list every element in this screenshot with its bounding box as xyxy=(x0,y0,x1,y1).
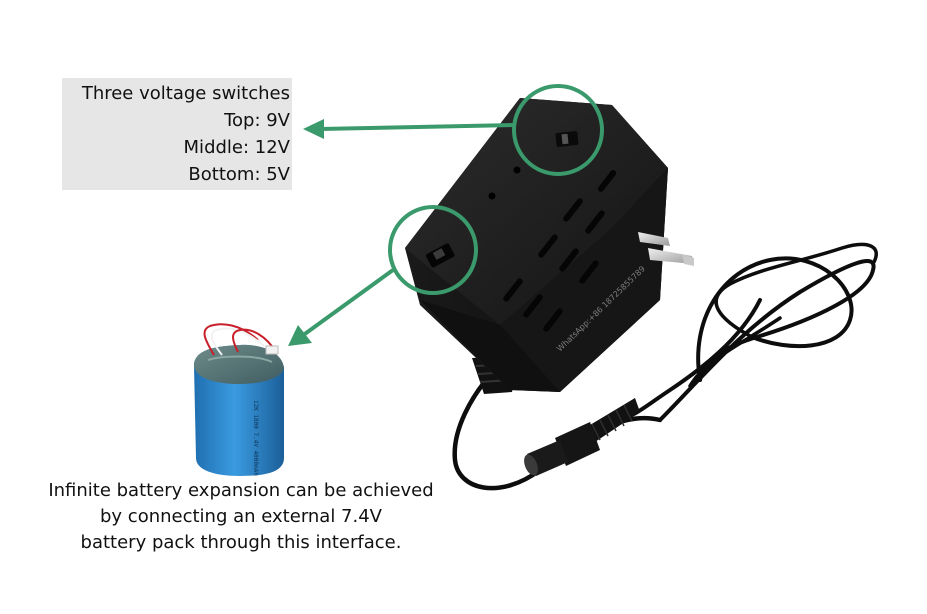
battery-expansion-caption: Infinite battery expansion can be achiev… xyxy=(22,478,460,556)
note-line: Middle: 12V xyxy=(183,137,290,158)
power-adapter: WhatsApp:+86 18725855789 xyxy=(405,98,694,392)
note-line: Three voltage switches xyxy=(81,83,290,104)
caption-line: battery pack through this interface. xyxy=(80,532,402,553)
switch-highlight-circle xyxy=(512,84,604,176)
battery-label: 12K 1800 7.4V 4000mAh xyxy=(252,400,259,476)
note-line: Top: 9V xyxy=(224,110,290,131)
arrow-to-battery-icon xyxy=(288,268,395,346)
port-highlight-circle xyxy=(388,205,478,295)
dc-barrel-plug xyxy=(524,398,640,476)
arrow-to-note-icon xyxy=(303,119,515,139)
led-indicator-icon xyxy=(513,166,521,174)
caption-line: Infinite battery expansion can be achiev… xyxy=(48,480,434,501)
plug-prongs xyxy=(638,232,694,266)
adapter-vents xyxy=(503,170,617,332)
battery-wires xyxy=(203,323,277,356)
voltage-switch-note: Three voltage switches Top: 9V Middle: 1… xyxy=(62,78,292,190)
battery-pack: 12K 1800 7.4V 4000mAh xyxy=(194,323,284,476)
dc-output-port-icon xyxy=(425,243,455,268)
note-line: Bottom: 5V xyxy=(188,164,290,185)
voltage-switch-icon xyxy=(555,131,579,147)
led-indicator-icon xyxy=(488,192,496,200)
caption-line: by connecting an external 7.4V xyxy=(100,506,382,527)
